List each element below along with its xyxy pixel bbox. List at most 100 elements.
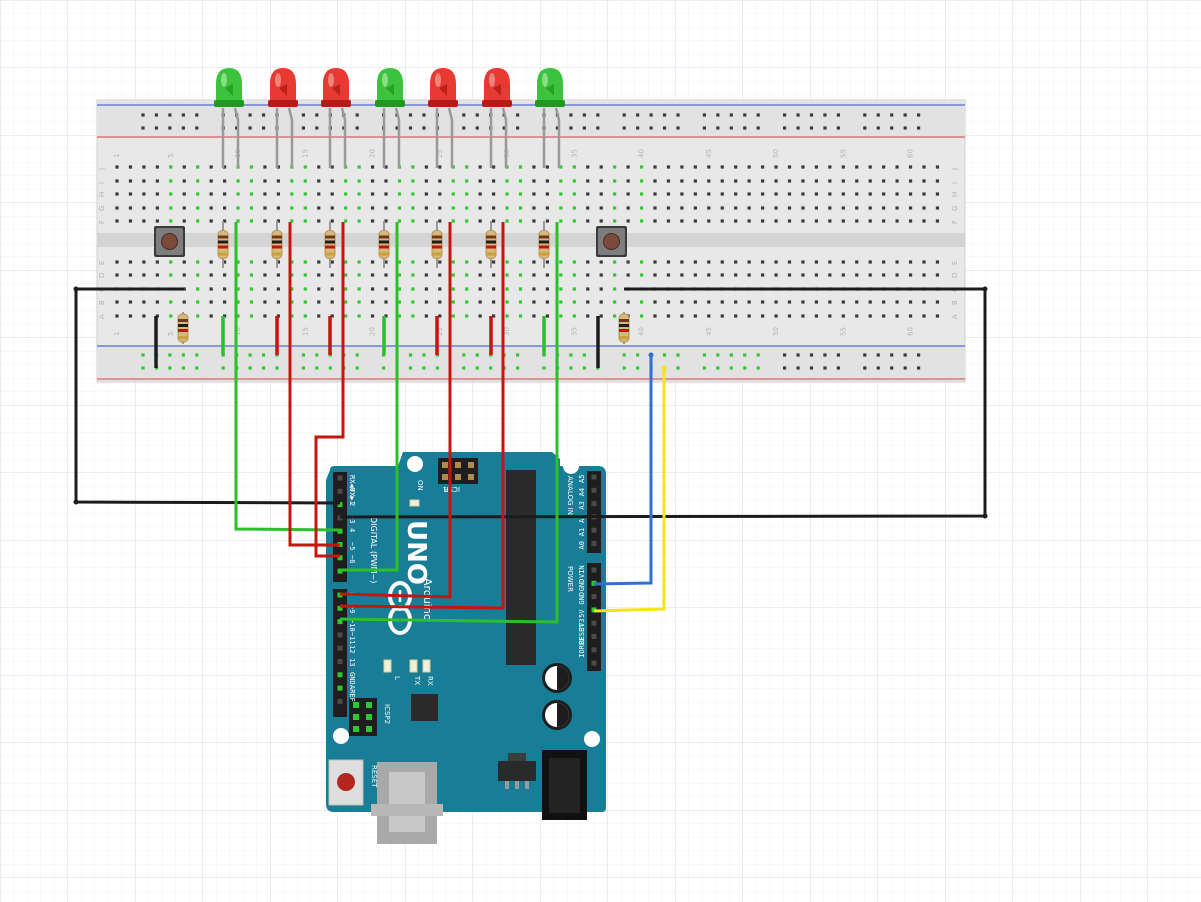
breadboard-hole	[249, 179, 254, 183]
breadboard-hole	[155, 260, 159, 264]
breadboard-hole	[586, 314, 590, 318]
row-letter: A	[98, 314, 106, 319]
breadboard-hole	[209, 314, 213, 318]
breadboard-hole	[317, 287, 321, 291]
column-number: 20	[369, 149, 377, 158]
breadboard-hole	[518, 273, 523, 277]
breadboard-hole	[451, 300, 455, 304]
breadboard-hole	[653, 300, 657, 304]
column-number: 45	[705, 327, 713, 336]
rail-hole	[569, 126, 573, 130]
breadboard-hole	[330, 206, 334, 210]
breadboard-hole	[290, 300, 294, 304]
column-number: 5	[167, 154, 175, 158]
breadboard-hole	[276, 273, 280, 277]
row-letter: B	[98, 300, 106, 305]
rail-hole	[796, 353, 800, 357]
breadboard-hole	[492, 219, 496, 223]
breadboard-hole	[693, 314, 697, 318]
breadboard-hole	[720, 219, 724, 223]
breadboard-hole	[761, 192, 765, 196]
breadboard-hole	[384, 206, 388, 210]
breadboard-hole	[586, 300, 590, 304]
resistor	[271, 221, 283, 268]
breadboard-hole	[303, 192, 307, 196]
breadboard-hole	[182, 165, 186, 169]
breadboard-hole	[290, 206, 294, 210]
rail-hole	[836, 126, 840, 130]
breadboard-hole	[451, 179, 455, 183]
breadboard-hole	[599, 273, 603, 277]
breadboard-hole	[545, 314, 549, 318]
breadboard-hole	[801, 260, 805, 264]
breadboard-hole	[249, 260, 254, 264]
breadboard-hole	[586, 273, 590, 277]
breadboard-hole	[680, 219, 684, 223]
breadboard-hole	[653, 206, 657, 210]
breadboard-hole	[478, 192, 482, 196]
rail-hole	[796, 126, 800, 130]
breadboard-hole	[935, 219, 940, 223]
breadboard-hole	[814, 219, 818, 223]
breadboard-hole	[882, 314, 886, 318]
breadboard-hole	[115, 206, 119, 210]
rail-hole	[729, 366, 733, 370]
breadboard-hole	[182, 273, 186, 277]
breadboard-hole	[317, 219, 321, 223]
rail-hole	[195, 353, 199, 357]
voltage-regulator	[498, 761, 536, 781]
breadboard-hole	[115, 300, 119, 304]
breadboard-hole	[666, 314, 671, 318]
rail-hole	[195, 126, 199, 130]
breadboard-hole	[935, 165, 940, 169]
breadboard-hole	[828, 260, 832, 264]
breadboard-hole	[115, 192, 119, 196]
breadboard-hole	[142, 273, 146, 277]
rail-hole	[422, 366, 426, 370]
column-number: 55	[839, 327, 847, 336]
rail-hole	[355, 353, 359, 357]
rail-hole	[903, 113, 907, 117]
breadboard-hole	[236, 260, 240, 264]
breadboard-hole	[223, 219, 227, 223]
breadboard-hole	[653, 314, 657, 318]
breadboard-hole	[303, 206, 307, 210]
rail-hole	[516, 126, 520, 130]
breadboard-hole	[559, 192, 563, 196]
breadboard-hole	[209, 287, 213, 291]
breadboard-hole	[209, 273, 213, 277]
breadboard-hole	[532, 314, 536, 318]
breadboard-hole	[787, 273, 792, 277]
breadboard-hole	[196, 273, 200, 277]
breadboard-hole	[599, 165, 603, 169]
breadboard-hole	[922, 206, 926, 210]
vreg-pin	[505, 781, 509, 789]
breadboard-hole	[801, 165, 805, 169]
breadboard-hole	[465, 300, 469, 304]
rail-hole	[582, 366, 586, 370]
breadboard-hole	[882, 165, 886, 169]
breadboard-hole	[572, 179, 576, 183]
breadboard-hole	[492, 260, 496, 264]
breadboard-hole	[465, 219, 469, 223]
rail-hole	[743, 126, 747, 130]
breadboard-hole	[613, 165, 617, 169]
breadboard-hole	[801, 192, 805, 196]
pushbutton-left[interactable]	[154, 226, 185, 257]
rail-hole	[823, 113, 827, 117]
icsp-pin	[455, 474, 461, 480]
breadboard-hole	[397, 179, 402, 183]
breadboard-hole	[922, 273, 926, 277]
rail-hole	[502, 126, 506, 130]
breadboard-hole	[330, 165, 334, 169]
breadboard-hole	[613, 260, 617, 264]
reset-button[interactable]	[328, 759, 364, 806]
column-number: 15	[301, 149, 309, 158]
column-number: 35	[570, 149, 578, 158]
pushbutton-right[interactable]	[596, 226, 627, 257]
breadboard-hole	[236, 300, 240, 304]
breadboard-hole	[182, 260, 186, 264]
rail-hole	[168, 113, 172, 117]
rail-hole	[408, 366, 413, 370]
digital-pin-label: ~6	[348, 555, 356, 563]
